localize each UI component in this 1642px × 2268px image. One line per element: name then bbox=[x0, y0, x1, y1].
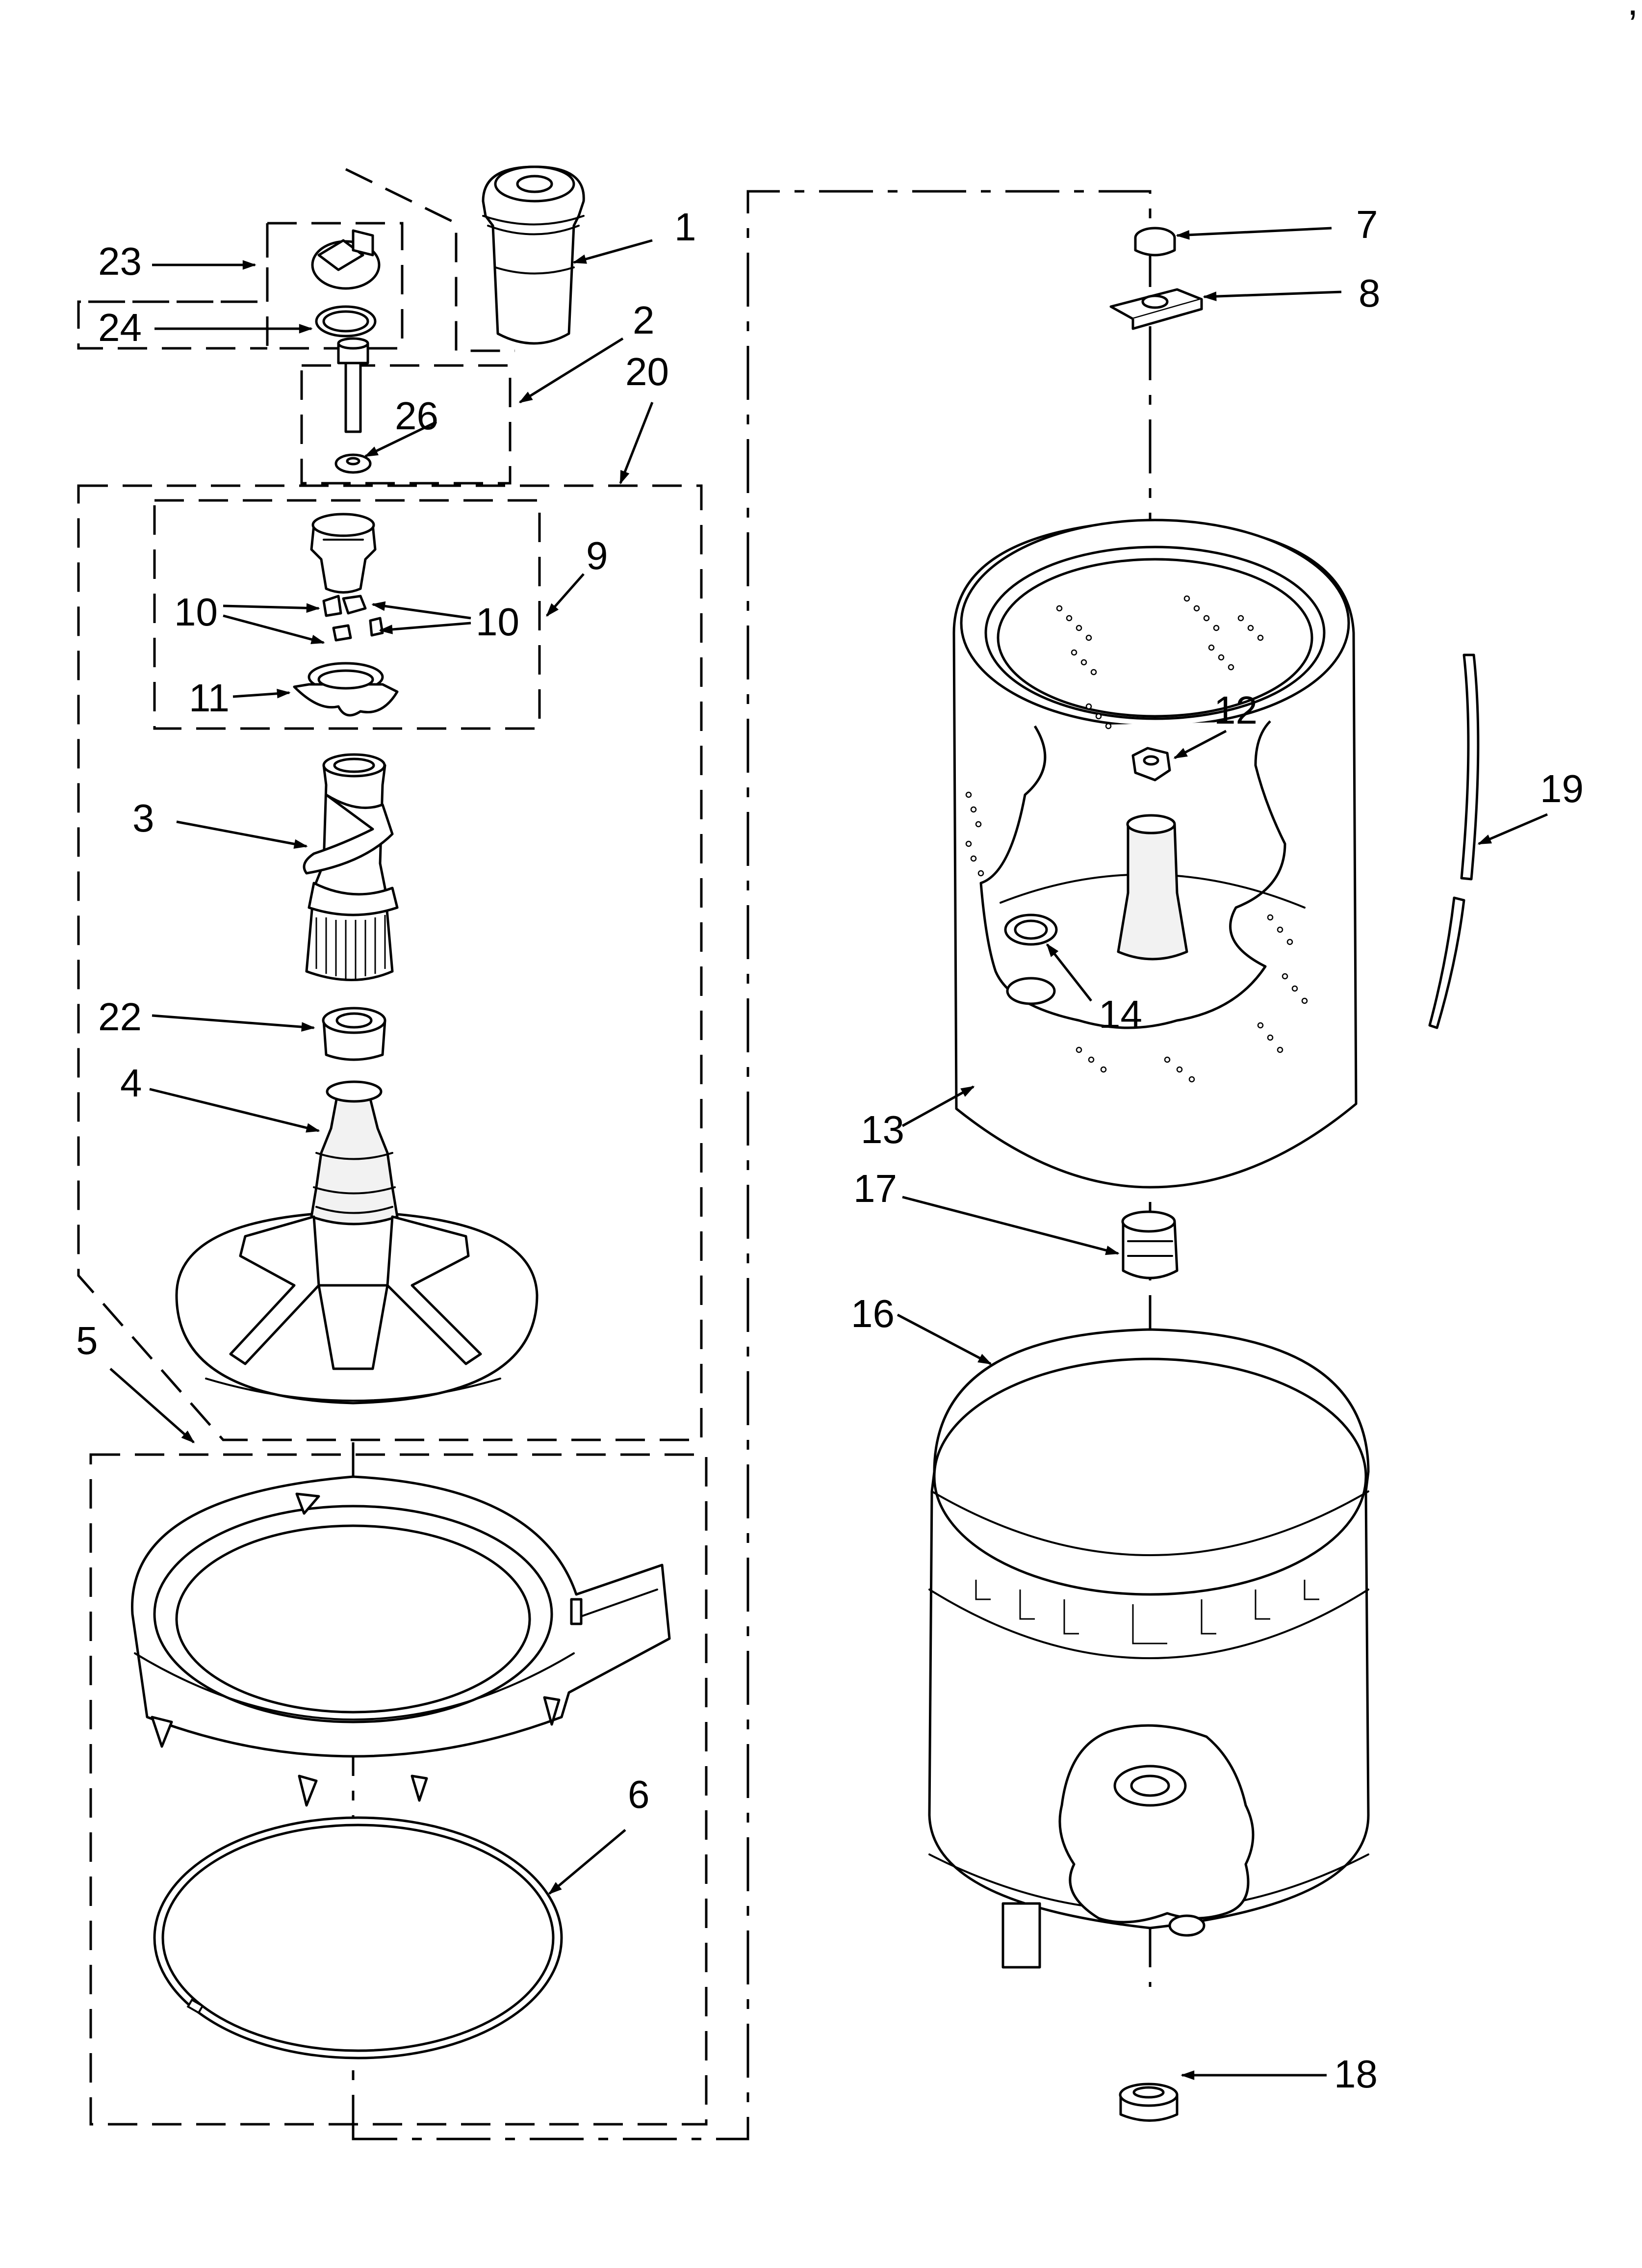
group-boxes bbox=[77, 168, 1152, 2140]
part-26-washer bbox=[334, 453, 372, 474]
leader-box-1 bbox=[345, 168, 515, 352]
part-22-bearing bbox=[322, 1007, 386, 1061]
part-4-agitator bbox=[175, 1080, 539, 1405]
callout-7: 7 bbox=[1356, 203, 1378, 246]
box-23-24 bbox=[77, 223, 269, 350]
callout-26: 26 bbox=[395, 394, 438, 438]
callout-18: 18 bbox=[1334, 2052, 1378, 2096]
callout-24: 24 bbox=[98, 306, 142, 349]
callout-17: 17 bbox=[853, 1167, 897, 1210]
part-1-dispenser bbox=[482, 165, 585, 345]
callout-12: 12 bbox=[1214, 688, 1257, 732]
part-11-ratchet bbox=[293, 662, 399, 717]
leader-lines bbox=[109, 227, 1548, 2080]
callout-2: 2 bbox=[633, 298, 655, 342]
callout-10-left: 10 bbox=[174, 590, 218, 634]
part-17-seal bbox=[1121, 1210, 1179, 1279]
box-5 bbox=[89, 1453, 708, 2126]
part-24-ring bbox=[315, 305, 377, 338]
callout-1: 1 bbox=[674, 205, 696, 249]
part-19-hose bbox=[1428, 653, 1480, 1029]
callout-labels: 1 2 3 4 5 6 7 8 9 10 10 11 12 13 14 16 1… bbox=[76, 203, 1584, 2096]
callout-23: 23 bbox=[98, 239, 142, 283]
part-2-bolt bbox=[337, 337, 369, 433]
callout-8: 8 bbox=[1359, 271, 1381, 315]
part-9-agitator-cam bbox=[310, 513, 377, 594]
callout-19: 19 bbox=[1540, 767, 1584, 810]
part-18-plug bbox=[1119, 2083, 1179, 2122]
callout-10-right: 10 bbox=[476, 600, 519, 644]
part-3-auger bbox=[303, 753, 399, 981]
part-7-clip bbox=[1134, 227, 1176, 257]
box-20 bbox=[77, 484, 703, 1441]
callout-3: 3 bbox=[132, 796, 154, 840]
callout-22: 22 bbox=[98, 995, 142, 1039]
part-16-outer-tub bbox=[928, 1328, 1370, 1969]
callout-6: 6 bbox=[628, 1773, 650, 1816]
callout-4: 4 bbox=[120, 1061, 142, 1105]
part-6-clamp bbox=[153, 1816, 563, 2059]
corner-mark: , bbox=[1627, 0, 1638, 23]
callout-14: 14 bbox=[1099, 992, 1142, 1036]
part-5-tub-ring bbox=[131, 1475, 671, 1807]
box-23 bbox=[266, 222, 404, 350]
part-23-cap bbox=[311, 229, 381, 290]
callout-5: 5 bbox=[76, 1319, 98, 1362]
part-12-nut bbox=[1131, 747, 1171, 782]
callout-13: 13 bbox=[861, 1108, 904, 1151]
part-10-dogs bbox=[322, 595, 384, 642]
part-8-bracket bbox=[1109, 288, 1203, 330]
callout-11: 11 bbox=[189, 676, 230, 720]
box-2 bbox=[300, 364, 512, 485]
basket-perforations bbox=[965, 595, 1308, 1083]
callout-20: 20 bbox=[625, 350, 669, 393]
callout-9: 9 bbox=[586, 534, 608, 577]
callout-16: 16 bbox=[851, 1292, 895, 1335]
part-13-basket bbox=[952, 519, 1358, 1189]
box-9 bbox=[153, 499, 541, 730]
